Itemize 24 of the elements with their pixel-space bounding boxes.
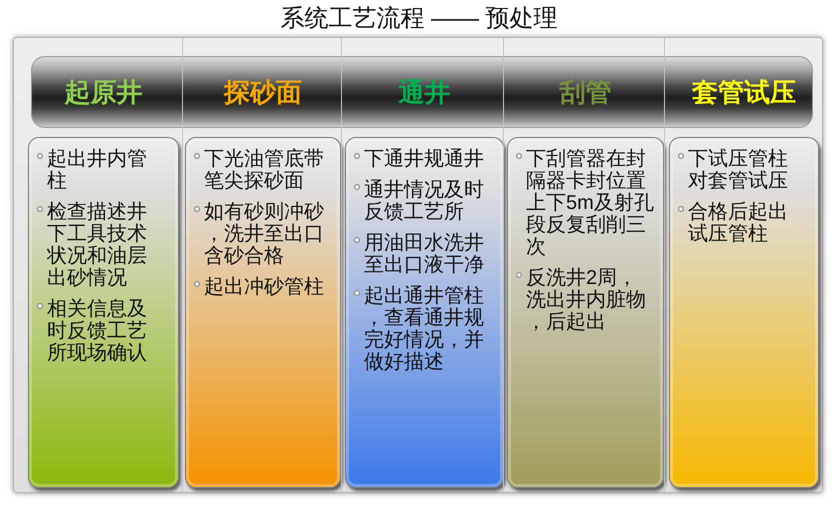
- process-column: [664, 38, 822, 492]
- column-heading: 起原井: [64, 77, 142, 107]
- column-heading: 通井: [398, 77, 450, 107]
- bullet-text: 下试压管柱对套管试压: [688, 148, 789, 192]
- column-heading: 套管试压: [692, 77, 796, 107]
- bullet-text: 用油田水洗井至出口液干净: [364, 232, 485, 276]
- column-heading: 探砂面: [224, 77, 302, 107]
- bullet-text: 通井情况及时反馈工艺所: [364, 179, 485, 223]
- bullet-text: 下光油管底带笔尖探砂面: [204, 148, 325, 192]
- bullet-text: 起出冲砂管柱: [204, 276, 325, 298]
- column-heading: 刮管: [560, 77, 612, 107]
- bullet-text: 检查描述井下工具技术状况和油层出砂情况: [47, 201, 148, 289]
- bullet-text: 相关信息及时反馈工艺所现场确认: [47, 298, 148, 364]
- diagram-title: 系统工艺流程 —— 预处理: [280, 4, 558, 34]
- process-column: [341, 38, 503, 492]
- bullet-text: 起出井内管柱: [47, 148, 148, 192]
- bullet-text: 反洗井2周，洗出井内脏物，后起出: [526, 267, 647, 333]
- process-column: [503, 38, 664, 492]
- bullet-text: 合格后起出试压管柱: [688, 201, 789, 245]
- bullet-text: 下通井规通井: [364, 148, 485, 170]
- process-column: [182, 38, 341, 492]
- bullet-text: 起出通井管柱，查看通井规完好情况，并做好描述: [364, 285, 485, 373]
- bullet-text: 下刮管器在封隔器卡封位置上下5m及射孔段反复刮削三次: [526, 148, 655, 258]
- bullet-text: 如有砂则冲砂，洗井至出口含砂合格: [204, 201, 325, 267]
